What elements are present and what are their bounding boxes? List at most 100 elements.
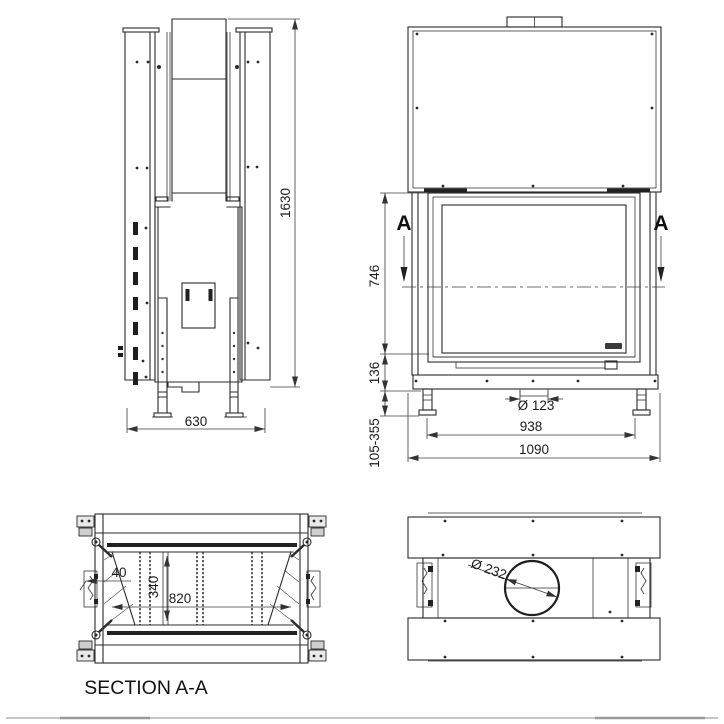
body-side-walls (411, 191, 657, 376)
ash-lip (455, 362, 605, 369)
dim-intake-diameter-label: Ø 123 (518, 398, 555, 413)
hinge-block-b (78, 527, 93, 537)
right-panel-cap (235, 27, 273, 33)
front-dimensions: 746 136 105-355 Ø 123 938 1090 (367, 192, 661, 468)
firebox-tab-left (155, 196, 169, 202)
section-structure (75, 513, 328, 664)
front-view: A A 746 136 105-355 Ø 123 938 1090 (367, 16, 669, 468)
hinge-pivot-pin (94, 540, 98, 544)
front-band (407, 516, 661, 559)
dim-inner-depth-label: 340 (146, 576, 161, 599)
dim-leader-flue (467, 564, 507, 580)
brand-logo (605, 343, 622, 349)
leg-rails (157, 297, 239, 414)
left-leg-adjust-lines (423, 394, 432, 401)
left-foot (153, 412, 172, 418)
top-view: Ø 232 (407, 512, 661, 662)
section-letter-left: A (396, 212, 411, 235)
dim-inner-width-label: 820 (169, 591, 192, 606)
dim-leg-range-label: 105-355 (367, 418, 382, 468)
access-panel (181, 282, 216, 329)
wall-hatching (103, 553, 300, 627)
bracket-spring (87, 575, 94, 601)
right-leg-foot (632, 409, 651, 416)
liner-ribs (139, 552, 263, 625)
section-outer-shell (94, 513, 309, 664)
flue-column (171, 18, 227, 202)
right-leg-adjust-lines (637, 394, 646, 401)
top-structure (407, 512, 661, 662)
front-glass-section (107, 543, 297, 547)
firebox-tab-right (226, 196, 240, 202)
section-plates (94, 513, 309, 664)
top-guide-bracket (416, 562, 433, 608)
door-glass (441, 204, 627, 354)
hood-screws (415, 32, 654, 188)
intake-notch (519, 388, 549, 397)
top-screws (441, 519, 624, 659)
bracket-tab-top (428, 566, 433, 572)
left-panel (124, 31, 156, 381)
side-dimensions: 1630 630 (126, 18, 300, 433)
section-arrow-left-head (400, 267, 408, 282)
inner-strips (166, 32, 231, 201)
hood-outer (407, 26, 662, 193)
side-view: 1630 630 (118, 18, 300, 433)
hood-inner (412, 30, 657, 189)
dim-base-height-label: 136 (367, 362, 382, 385)
top-guide-bracket-right (634, 562, 652, 608)
side-guide-bracket (83, 570, 98, 608)
corner-hinge-hardware (76, 515, 113, 558)
hood-gasket-right (607, 188, 650, 192)
top-dimensions: Ø 232 (467, 556, 558, 598)
bracket-spring (421, 567, 428, 595)
hinge-pivot (91, 537, 101, 547)
dim-leg-span-label: 938 (520, 419, 543, 434)
left-leg (422, 388, 433, 411)
dim-wall-thickness-label: 40 (111, 565, 126, 580)
dim-total-width-label: 1090 (519, 442, 549, 457)
section-arrow-right-head (657, 267, 665, 282)
dim-leader-wall-tail (79, 580, 87, 591)
splayed-side-walls (111, 551, 292, 626)
right-panel (239, 31, 271, 381)
bracket-body (416, 562, 433, 608)
right-foot (225, 412, 244, 418)
hinge-block-a (76, 515, 95, 528)
section-view: 40 340 820 SECTION A-A (75, 513, 328, 699)
rear-band (407, 617, 661, 661)
door-frame-inner (432, 196, 636, 358)
screw-dots (135, 60, 260, 379)
dim-height-label: 1630 (278, 188, 293, 218)
access-panel-slots (185, 289, 213, 301)
dim-door-height-label: 746 (367, 265, 382, 288)
side-edge-tabs (118, 346, 123, 357)
section-title: SECTION A-A (84, 677, 208, 699)
bracket-tab-top (94, 574, 98, 579)
hinge-arm (98, 544, 113, 558)
latch-block (604, 360, 618, 370)
dim-flue-arrow-right (531, 587, 558, 598)
side-structure (118, 18, 273, 418)
right-leg (636, 388, 647, 411)
deck-seams (437, 558, 629, 618)
left-leg-foot (418, 409, 437, 416)
rail-holes (161, 331, 236, 374)
bottom-tray (167, 381, 200, 393)
section-dimensions: 40 340 820 (79, 556, 291, 621)
base-platform (412, 374, 659, 390)
firebox-body (154, 206, 243, 383)
bracket-body (83, 570, 98, 608)
bracket-tab-bottom (428, 600, 433, 606)
left-panel-cap (122, 27, 160, 33)
section-letter-right: A (653, 212, 668, 235)
bracket-tab-bottom (94, 599, 98, 604)
rear-gasket-section (107, 631, 297, 635)
dim-depth-label: 630 (185, 414, 208, 429)
dim-flue-diameter-label: Ø 232 (469, 556, 509, 583)
door-frame-outer (427, 192, 641, 363)
extension-lines (126, 18, 300, 433)
section-cut-markers: A A (396, 212, 669, 288)
